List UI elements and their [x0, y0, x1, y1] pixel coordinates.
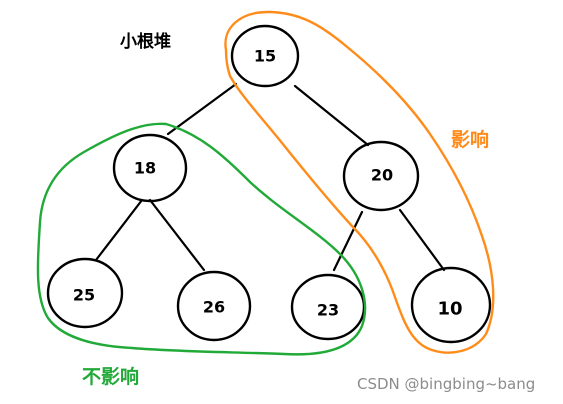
node-label: 25 — [73, 286, 95, 305]
edge-18-25 — [94, 198, 144, 262]
node-label: 23 — [317, 301, 339, 320]
affected-label: 影响 — [451, 128, 489, 151]
heap-node: 20 — [342, 140, 420, 212]
heap-node: 18 — [112, 133, 188, 203]
tree-nodes: 15 18 20 25 26 23 — [46, 24, 492, 344]
unaffected-label: 不影响 — [82, 365, 139, 388]
watermark: CSDN @bingbing~bang — [357, 375, 535, 393]
heap-node: 25 — [46, 257, 124, 329]
edge-18-26 — [148, 198, 206, 272]
affected-outline — [224, 10, 495, 354]
node-label: 15 — [254, 47, 276, 66]
unaffected-outline — [36, 122, 367, 356]
edge-15-18 — [166, 82, 238, 136]
node-label: 10 — [437, 299, 462, 320]
heap-node: 15 — [230, 24, 300, 88]
node-label: 20 — [371, 166, 393, 185]
edge-15-20 — [293, 84, 370, 147]
node-label: 26 — [203, 298, 225, 317]
edge-20-23 — [332, 210, 364, 272]
node-label: 18 — [134, 159, 156, 178]
diagram-title: 小根堆 — [120, 31, 171, 52]
heap-node: 10 — [410, 266, 492, 344]
heap-node: 26 — [176, 270, 252, 342]
edge-20-10 — [398, 208, 446, 272]
tree-edges — [94, 82, 446, 272]
heap-node: 23 — [290, 273, 366, 341]
